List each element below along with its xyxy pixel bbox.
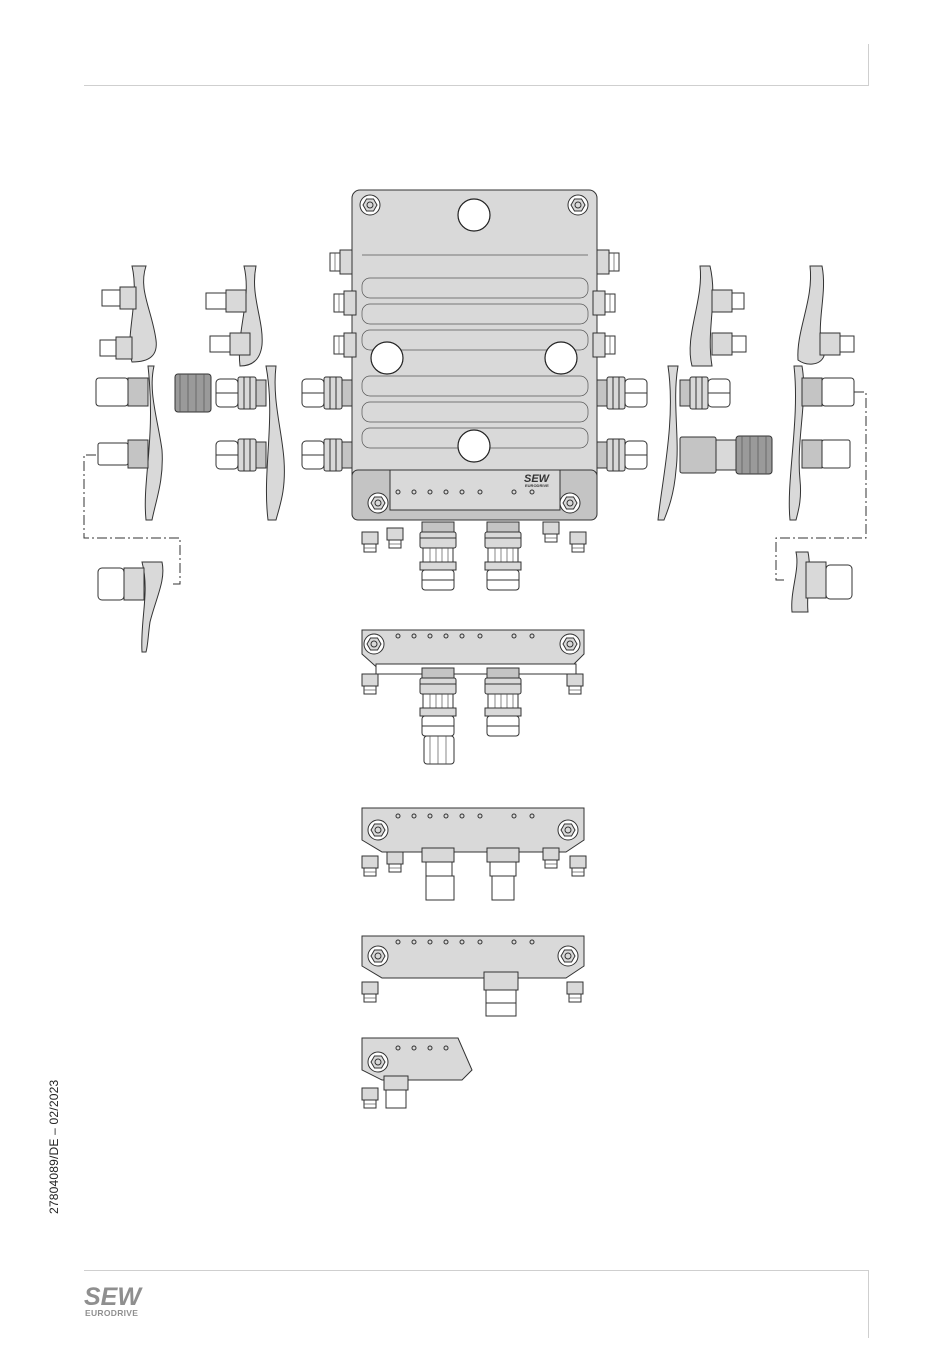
right-outer-plate xyxy=(798,266,854,364)
right-bottom-plate xyxy=(792,552,852,612)
right-inner-plate xyxy=(690,266,746,366)
variant-4 xyxy=(362,1038,472,1108)
left-outer-lower-plate xyxy=(96,366,162,520)
variant-1 xyxy=(362,630,584,764)
housing-plate-eurodrive: EURODRIVE xyxy=(525,483,549,488)
left-inner-plate xyxy=(206,266,262,366)
main-housing: SEW EURODRIVE xyxy=(352,190,597,520)
right-outer-lower-plate xyxy=(789,366,854,520)
left-outer-plate xyxy=(100,266,156,362)
left-inner-lower-plate xyxy=(175,366,284,520)
left-bottom-plate xyxy=(98,562,163,652)
variant-2 xyxy=(362,808,586,900)
variant-3 xyxy=(362,936,584,1016)
right-inner-lower-plate xyxy=(658,366,772,520)
